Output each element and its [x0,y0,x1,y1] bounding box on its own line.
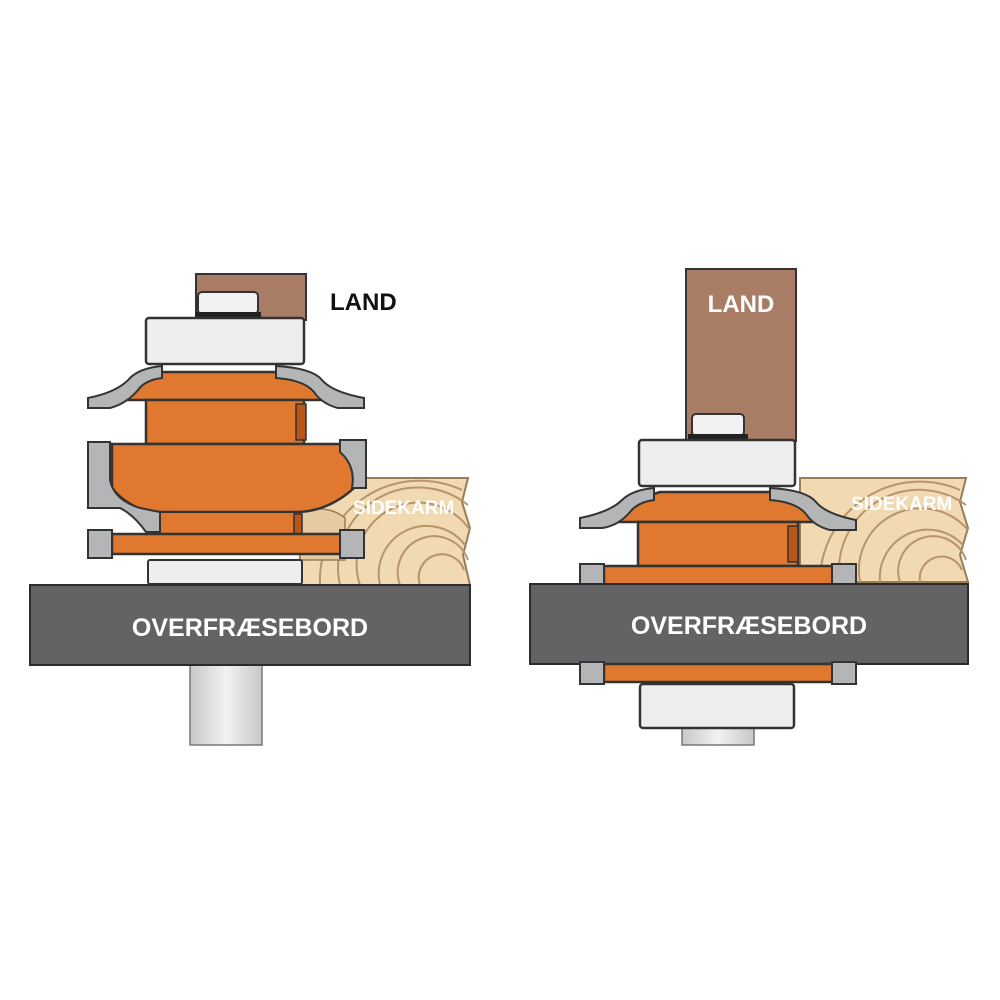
right-upper-carbide-right [769,486,857,531]
left-bottom-cutter [110,532,358,556]
left-arbor-nut [197,291,259,315]
left-middle-carbide-left [87,441,161,533]
left-router-table [29,584,471,666]
left-middle-carbide-right [339,439,367,489]
right-top-bearing [637,438,797,488]
right-upper-carbide-left [579,486,655,529]
right-bottom-cutter [602,662,852,684]
left-table-label: OVERFRÆSEBORD [132,614,368,642]
left-upper-carbide-right [275,364,365,409]
left-router-shank [189,664,263,746]
right-middle-carbide-left [579,563,605,587]
right-middle-carbide-right [831,563,857,587]
left-setup: LAND SIDEKARM OVERFRÆSEBORD [29,273,472,746]
right-bottom-carbide-right [831,661,857,685]
right-sidekarm-board [799,477,970,583]
right-lower-bearing [638,682,796,730]
left-bottom-carbide-left [87,529,113,559]
left-lower-bearing [147,559,303,585]
right-table-label: OVERFRÆSEBORD [631,612,867,640]
left-top-bearing [144,316,306,366]
right-router-shank [681,727,755,746]
right-land-workpiece [685,268,797,442]
left-bottom-carbide-right [339,529,365,559]
right-land-label: LAND [708,291,775,318]
right-router-table [529,583,969,665]
right-arbor-nut [691,413,745,437]
right-setup: LAND SIDEKARM OVERFRÆSEBORD [529,268,970,746]
left-upper-carbide-left [87,364,163,409]
right-bottom-carbide-left [579,661,605,685]
left-land-label: LAND [330,289,397,316]
left-sidekarm-label: SIDEKARM [353,498,454,519]
right-sidekarm-label: SIDEKARM [851,494,952,515]
